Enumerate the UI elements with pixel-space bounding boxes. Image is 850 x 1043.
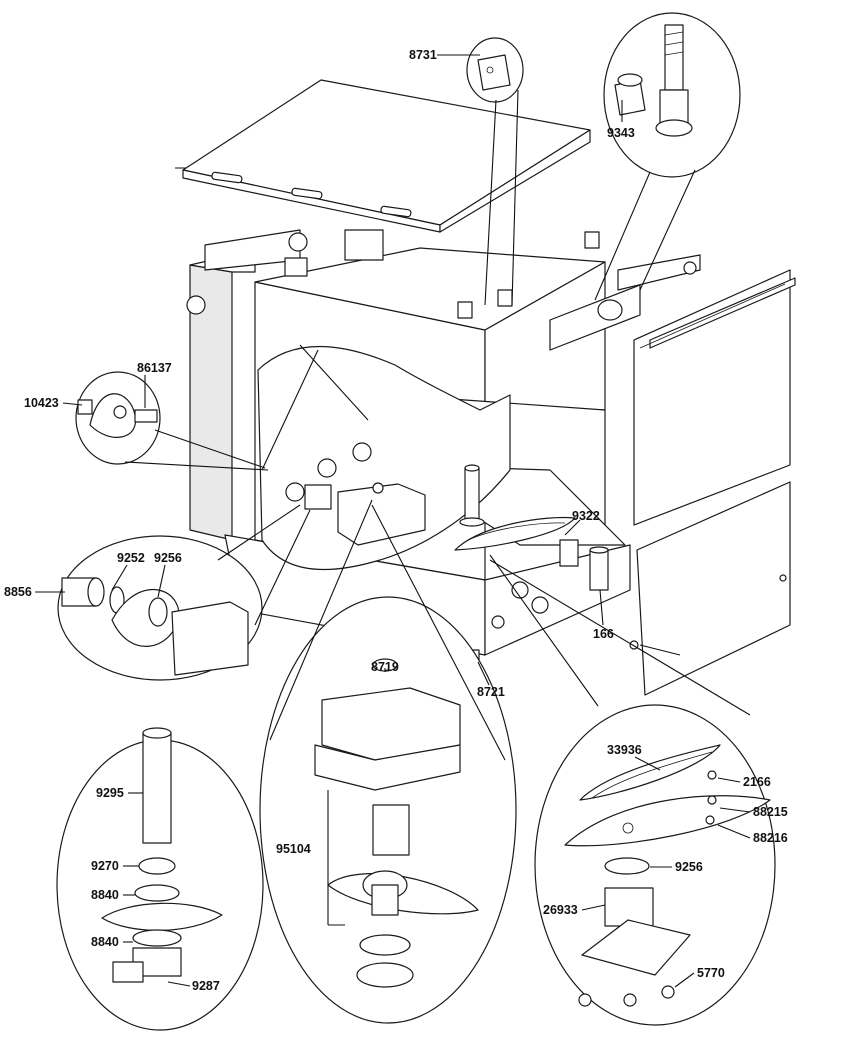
label-8731: 8731 xyxy=(409,48,437,62)
label-95104: 95104 xyxy=(276,842,311,856)
leader-lines xyxy=(35,54,751,988)
label-8721: 8721 xyxy=(477,685,505,699)
label-5770: 5770 xyxy=(697,966,725,980)
door-upper-panel xyxy=(633,269,791,526)
label-33936: 33936 xyxy=(607,743,642,757)
label-8840-upper: 8840 xyxy=(91,888,119,902)
overflow-pipe xyxy=(464,467,480,521)
door-lower-panel xyxy=(636,481,791,696)
label-9295: 9295 xyxy=(96,786,124,800)
label-26933: 26933 xyxy=(543,903,578,917)
label-9252: 9252 xyxy=(117,551,145,565)
top-lid xyxy=(182,79,591,233)
label-9343: 9343 xyxy=(607,126,635,140)
callout-9343 xyxy=(594,12,741,301)
part-166-cylinder xyxy=(589,549,609,591)
label-9270: 9270 xyxy=(91,859,119,873)
callout-95104 xyxy=(259,499,517,1024)
callout-33936 xyxy=(489,554,776,1026)
label-88216: 88216 xyxy=(753,831,788,845)
front-panel-cutaway xyxy=(257,345,511,571)
heating-element xyxy=(454,516,576,551)
label-8856: 8856 xyxy=(4,585,32,599)
callout-86137 xyxy=(75,371,269,471)
label-86137: 86137 xyxy=(137,361,172,375)
label-166: 166 xyxy=(593,627,614,641)
label-9256-lower: 9256 xyxy=(675,860,703,874)
label-9256-upper: 9256 xyxy=(154,551,182,565)
left-panel-fitting xyxy=(186,295,206,315)
callout-9295 xyxy=(56,727,264,1031)
label-10423: 10423 xyxy=(24,396,59,410)
label-88215: 88215 xyxy=(753,805,788,819)
control-strip xyxy=(549,284,641,351)
callout-8856 xyxy=(57,504,311,681)
door-panels xyxy=(629,269,796,696)
label-2166: 2166 xyxy=(743,775,771,789)
label-8719: 8719 xyxy=(371,660,399,674)
label-8840-lower: 8840 xyxy=(91,935,119,949)
part-labels: 8731 9343 86137 10423 9322 8856 9252 925… xyxy=(4,48,788,993)
label-9287: 9287 xyxy=(192,979,220,993)
label-9322: 9322 xyxy=(572,509,600,523)
callout-8731 xyxy=(466,37,524,306)
